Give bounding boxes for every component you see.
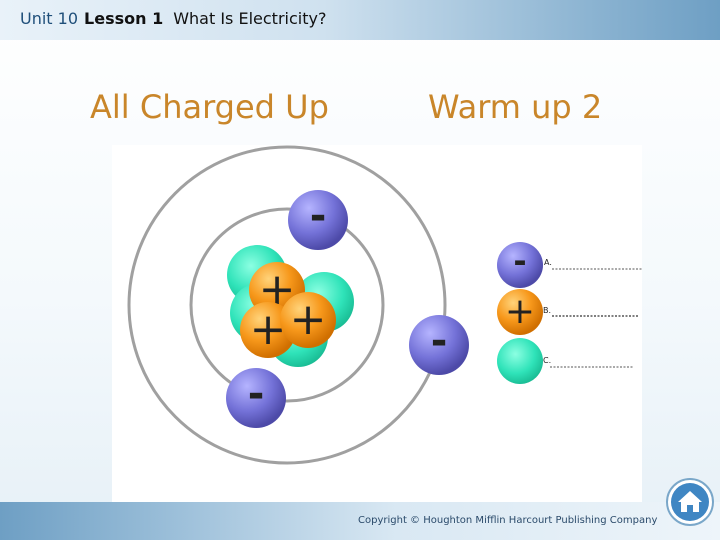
svg-text:-: - — [513, 242, 526, 280]
svg-text:+: + — [250, 304, 287, 355]
header-title: Unit 10 Lesson 1 What Is Electricity? — [20, 9, 326, 28]
slide-title: All Charged Up — [90, 88, 329, 126]
copyright-text: Copyright © Houghton Mifflin Harcourt Pu… — [358, 515, 658, 526]
svg-text:+: + — [290, 294, 327, 345]
proton: + — [280, 292, 336, 348]
lesson-label: Lesson 1 — [84, 9, 164, 28]
legend-label-a: A. — [544, 258, 552, 267]
svg-text:-: - — [248, 371, 265, 417]
header-bar: Unit 10 Lesson 1 What Is Electricity? — [0, 0, 720, 40]
unit-label: Unit 10 — [20, 9, 79, 28]
svg-text:-: - — [310, 193, 327, 239]
atom-figure: + + + - - - - A. — [112, 145, 642, 502]
svg-text:+: + — [505, 291, 535, 332]
legend-label-b: B. — [543, 306, 551, 315]
svg-text:-: - — [431, 318, 448, 364]
footer-bar — [0, 502, 720, 540]
home-icon — [666, 478, 714, 526]
electron: - — [288, 190, 348, 250]
inner-orbit — [189, 207, 385, 403]
legend-proton: + B. — [497, 289, 638, 335]
home-button[interactable] — [666, 478, 714, 526]
slide-subtitle: Warm up 2 — [428, 88, 603, 126]
legend-neutron: C. — [497, 338, 634, 384]
atom-diagram: + + + - - - - A. — [127, 145, 642, 465]
lesson-title: What Is Electricity? — [173, 9, 327, 28]
legend-electron: - A. — [497, 242, 642, 288]
outer-orbit — [127, 145, 447, 465]
electron: - — [226, 368, 286, 428]
legend-label-c: C. — [543, 356, 551, 365]
electron: - — [409, 315, 469, 375]
